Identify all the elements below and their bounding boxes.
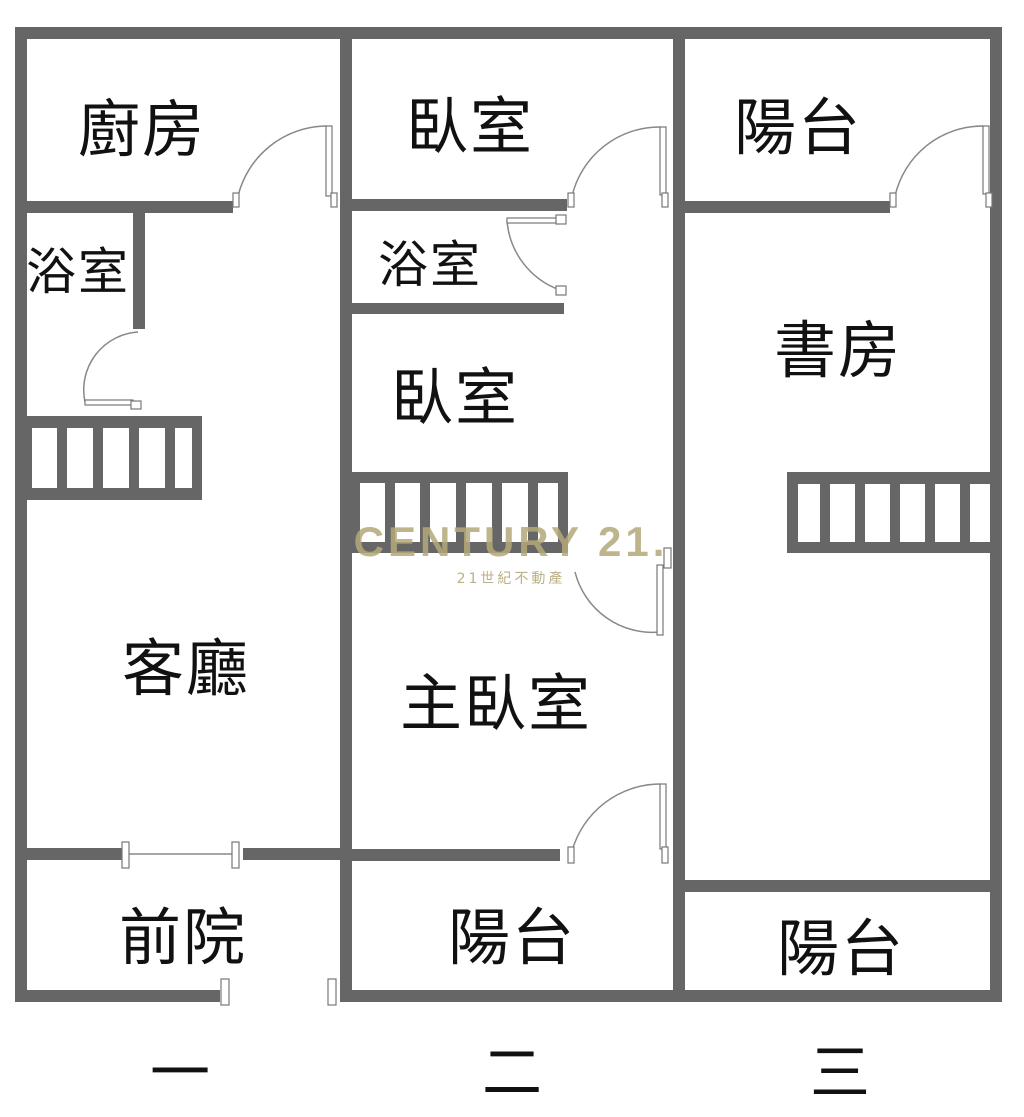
outer-walls xyxy=(15,27,1002,1002)
floor-3-walls xyxy=(675,125,1002,892)
room-kitchen: 廚房 xyxy=(77,93,207,166)
room-bedroom-middle: 臥室 xyxy=(390,361,520,434)
room-bathroom-floor-2: 浴室 xyxy=(378,236,482,294)
floor-1-stairs xyxy=(22,416,202,500)
room-living-room: 客廳 xyxy=(121,632,251,705)
floor-number-2: 二 xyxy=(482,1038,542,1109)
floor-3-stairs xyxy=(787,472,1000,553)
room-balcony-top-floor-3: 陽台 xyxy=(733,91,863,164)
floor-2-stairs xyxy=(350,472,568,553)
room-balcony-bottom-floor-3: 陽台 xyxy=(776,912,906,985)
room-master-bedroom: 主臥室 xyxy=(399,667,593,740)
room-bedroom-top: 臥室 xyxy=(405,90,535,163)
floor-number-1: 一 xyxy=(150,1038,210,1109)
floor-number-3: 三 xyxy=(810,1038,870,1109)
floor-1-walls xyxy=(15,125,343,1006)
room-front-yard: 前院 xyxy=(118,901,248,974)
floor-2-walls xyxy=(342,126,672,864)
room-bathroom-floor-1: 浴室 xyxy=(26,243,130,301)
room-balcony-floor-2: 陽台 xyxy=(447,901,577,974)
room-study: 書房 xyxy=(773,314,903,387)
